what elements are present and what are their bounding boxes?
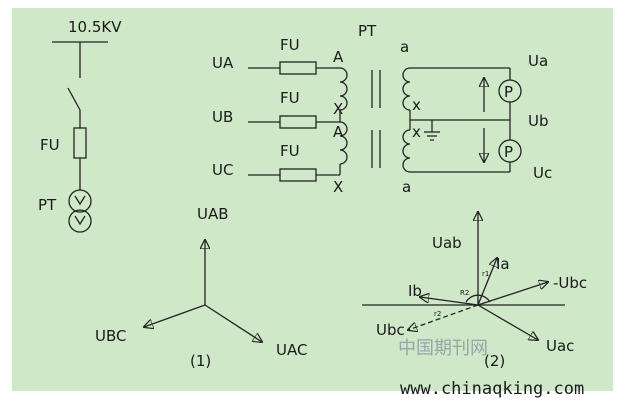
vector-ubc [144,304,206,327]
label-ib: Ib [408,282,422,300]
watermark-cn: 中国期刊网 [398,338,488,359]
label-ia: Ia [496,255,510,273]
fuse-label-b: FU [280,89,300,107]
disconnect-switch [67,87,81,111]
fuse-c [279,168,317,182]
phase-label-ua: UA [212,54,234,72]
label-r2-upper: R2 [460,289,469,297]
v-symbol-upper [74,195,86,206]
label-r1: r1 [482,270,489,278]
voltage-label: 10.5KV [68,18,122,36]
terminal-x2: X [333,178,343,196]
terminal-a-sec2: a [402,178,411,196]
vector-ia [477,258,497,306]
output-ua: Ua [528,52,548,70]
label-ubc-2: Ubc [376,321,405,339]
meter-lower-symbol: P [504,143,513,161]
fuse-symbol [73,127,87,159]
vector-minus-ubc [477,282,548,306]
angle-arc [465,294,491,303]
fuse-a [279,61,317,75]
phasor-diagram-1: UAB UBC UAC (1) [95,205,307,370]
pt-label: PT [38,196,57,214]
vector-uac-2 [477,304,538,340]
output-ub: Ub [528,112,549,130]
label-uab-2: Uab [432,234,462,252]
terminal-a1: A [333,48,344,66]
pt-winding-lower [68,209,92,233]
secondary-coil-2 [402,129,411,173]
secondary-coil-1 [402,67,411,111]
label-uac: UAC [276,341,307,359]
v-symbol-lower [74,215,86,226]
watermark-url: www.chinaqking.com [400,379,584,399]
terminal-a2: A [333,123,344,141]
caption-2: (2) [484,352,505,370]
fuse-label-a: FU [280,36,300,54]
single-line-diagram: 10.5KV FU PT [38,18,122,233]
meter-lower [498,139,522,163]
meter-upper-symbol: P [504,83,513,101]
vector-uac [204,304,262,342]
label-r2-lower: r2 [434,310,441,318]
fuse-label: FU [40,136,60,154]
pt-title: PT [358,22,377,40]
primary-coil-2 [339,121,348,165]
pt-winding-upper [68,189,92,213]
label-uac-2: Uac [546,337,574,355]
phasor-diagram-2: Uab Ia -Ubc Ib Ubc Uac r1 R2 r2 (2) [362,212,587,370]
fuse-b [279,115,317,129]
primary-coil-1 [339,67,348,111]
vector-ib [420,297,479,306]
phase-label-ub: UB [212,108,233,126]
diagram-panel [12,8,613,391]
phase-label-uc: UC [212,161,233,179]
terminal-x1: X [333,100,343,118]
transformer-wiring: PT UA UB UC FU FU FU A [212,22,552,196]
output-uc: Uc [533,164,552,182]
fuse-label-c: FU [280,142,300,160]
label-ubc: UBC [95,327,126,345]
label-minus-ubc: -Ubc [553,274,587,292]
caption-1: (1) [190,352,211,370]
vector-ubc-2 [408,304,479,330]
terminal-a-sec: a [400,38,409,56]
label-uab: UAB [197,205,229,223]
terminal-x-sec1: x [412,96,421,114]
terminal-x-sec2: x [412,123,421,141]
